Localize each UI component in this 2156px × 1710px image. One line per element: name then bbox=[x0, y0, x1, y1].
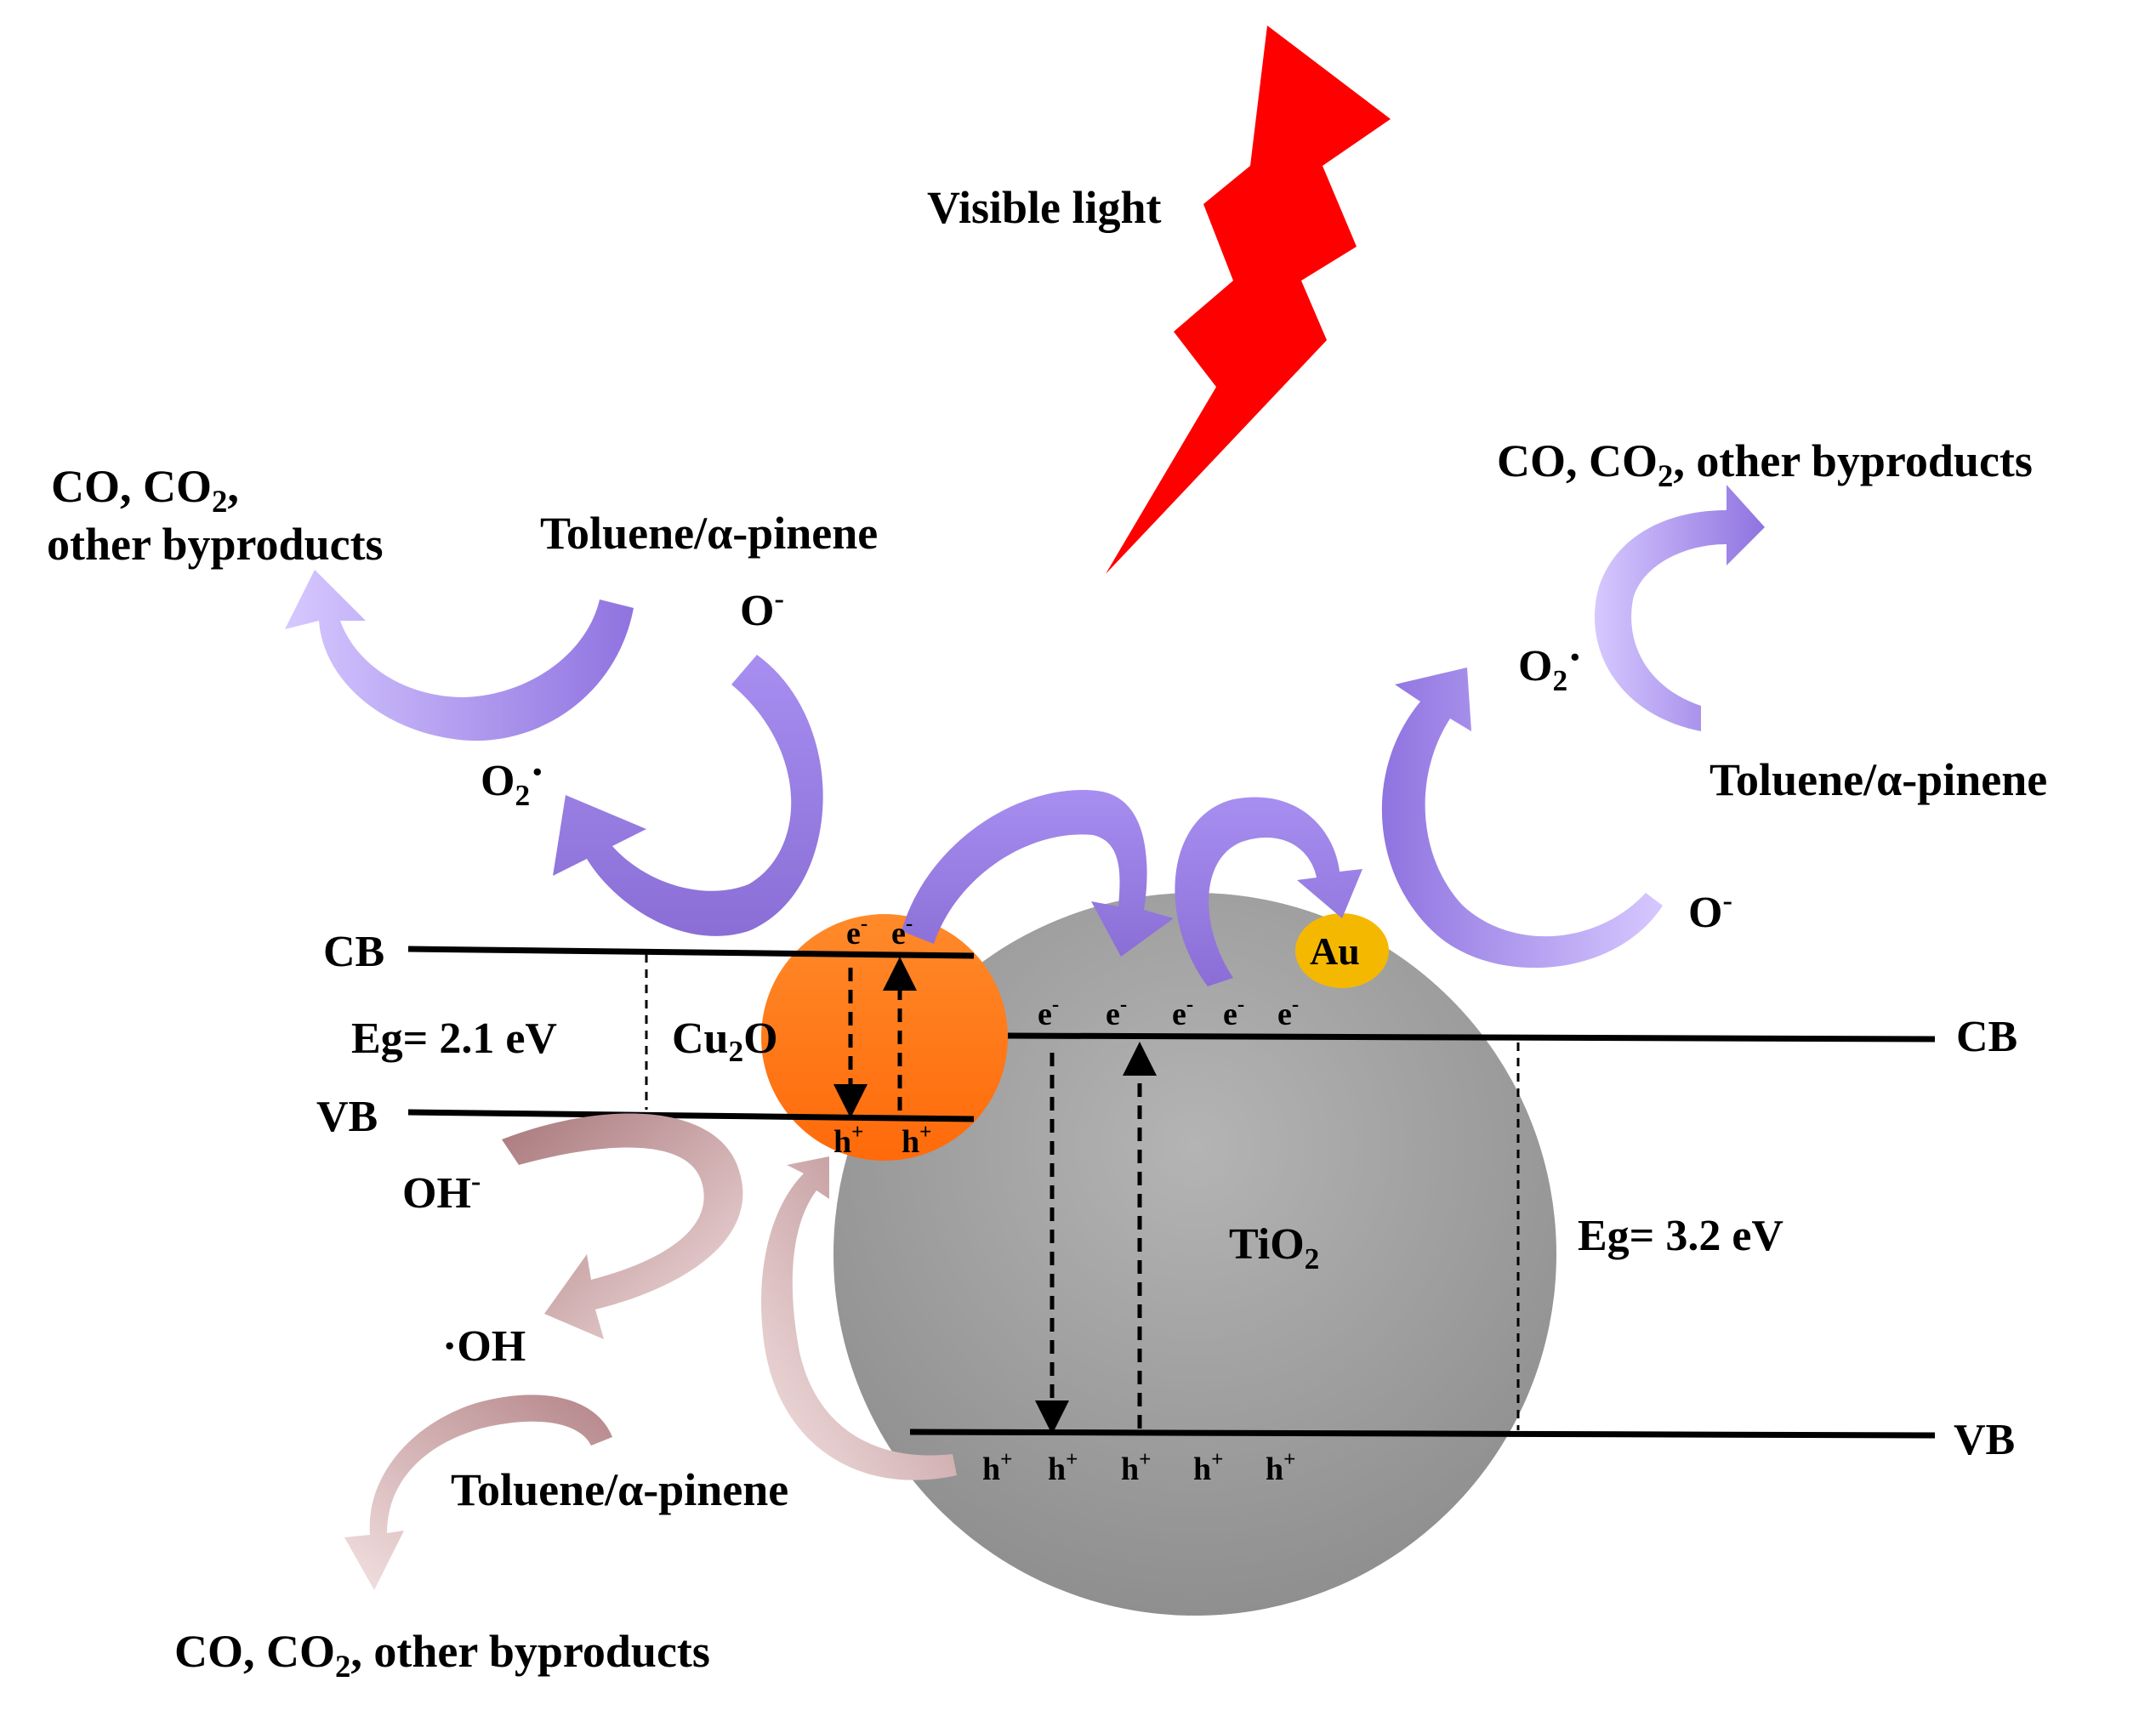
arrow-tio2-to-au bbox=[1175, 797, 1362, 986]
tio2-holes: h+ h+ h+ h+ h+ bbox=[982, 1448, 1295, 1487]
cu2o-cb-line bbox=[407, 946, 975, 959]
hole: h+ bbox=[902, 1121, 931, 1160]
products-top-left-line2: other byproducts bbox=[47, 519, 384, 570]
products-top-left-line1: CO, CO2, bbox=[51, 461, 239, 519]
cu2o-eg-label: Eg= 2.1 eV bbox=[351, 1014, 557, 1063]
electron: e- bbox=[1223, 993, 1244, 1032]
products-bottom: CO, CO2, other byproducts bbox=[174, 1626, 710, 1684]
lightning-bolt-icon bbox=[1106, 26, 1391, 574]
au-particle bbox=[1295, 913, 1389, 988]
cu2o-particle bbox=[761, 914, 1008, 1161]
hole: h+ bbox=[1193, 1448, 1223, 1487]
cu2o-label: Cu2O bbox=[672, 1014, 778, 1068]
tio2-electrons: e- e- e- e- e- bbox=[1038, 993, 1299, 1032]
o2-radical-right: O2· bbox=[1518, 633, 1582, 697]
o-minus-top-left: O- bbox=[740, 582, 784, 635]
cu2o-cb-label: CB bbox=[323, 928, 384, 976]
tio2-vb-label: VB bbox=[1954, 1416, 2015, 1464]
hole: h+ bbox=[1266, 1448, 1295, 1487]
electron: e- bbox=[891, 912, 913, 952]
arrow-pollutant-to-products-left bbox=[285, 570, 634, 741]
visible-light-label: Visible light bbox=[927, 182, 1162, 233]
arrow-o-minus-to-o2-radical-right bbox=[1381, 668, 1663, 969]
electron: e- bbox=[1277, 993, 1299, 1032]
arrow-oh-minus-to-oh-radical bbox=[502, 1113, 743, 1339]
arrow-pollutant-to-cu2o-holes bbox=[761, 1156, 957, 1480]
cu2o-vb-label: VB bbox=[316, 1093, 378, 1141]
tio2-vb-line bbox=[909, 1429, 1936, 1439]
tio2-label: TiO2 bbox=[1229, 1220, 1319, 1275]
electron: e- bbox=[1172, 993, 1193, 1032]
arrow-cu2o-to-tio2 bbox=[902, 790, 1174, 957]
arrow-o-minus-to-o2-radical bbox=[553, 655, 823, 936]
o-minus-right: O- bbox=[1688, 884, 1732, 937]
hole: h+ bbox=[833, 1121, 863, 1160]
pollutant-bottom-left: Toluene/α-pinene bbox=[451, 1464, 788, 1515]
electron: e- bbox=[1038, 993, 1059, 1032]
hole: h+ bbox=[982, 1448, 1012, 1487]
oh-radical-label: ·OH bbox=[442, 1322, 526, 1371]
tio2-cb-line bbox=[1007, 1032, 1936, 1042]
pollutant-top-left: Toluene/α-pinene bbox=[540, 508, 878, 559]
pollutant-right: Toluene/α-pinene bbox=[1709, 754, 2047, 805]
cu2o-holes: h+ h+ bbox=[833, 1121, 931, 1160]
cu2o-vb-line bbox=[407, 1109, 975, 1122]
au-label: Au bbox=[1310, 929, 1360, 973]
oh-minus-label: OH- bbox=[402, 1165, 481, 1218]
tio2-cb-label: CB bbox=[1956, 1013, 2017, 1061]
hole: h+ bbox=[1121, 1448, 1151, 1487]
hole: h+ bbox=[1048, 1448, 1078, 1487]
o2-radical-top-left: O2· bbox=[481, 748, 544, 812]
arrow-pollutant-to-products-bottom bbox=[344, 1395, 612, 1590]
electron: e- bbox=[846, 912, 868, 952]
tio2-eg-label: Eg= 3.2 eV bbox=[1578, 1212, 1783, 1260]
electron: e- bbox=[1106, 993, 1127, 1032]
products-right: CO, CO2, other byproducts bbox=[1497, 435, 2033, 493]
cu2o-electrons: e- e- bbox=[846, 912, 913, 952]
arrow-pollutant-to-products-right bbox=[1595, 485, 1765, 731]
